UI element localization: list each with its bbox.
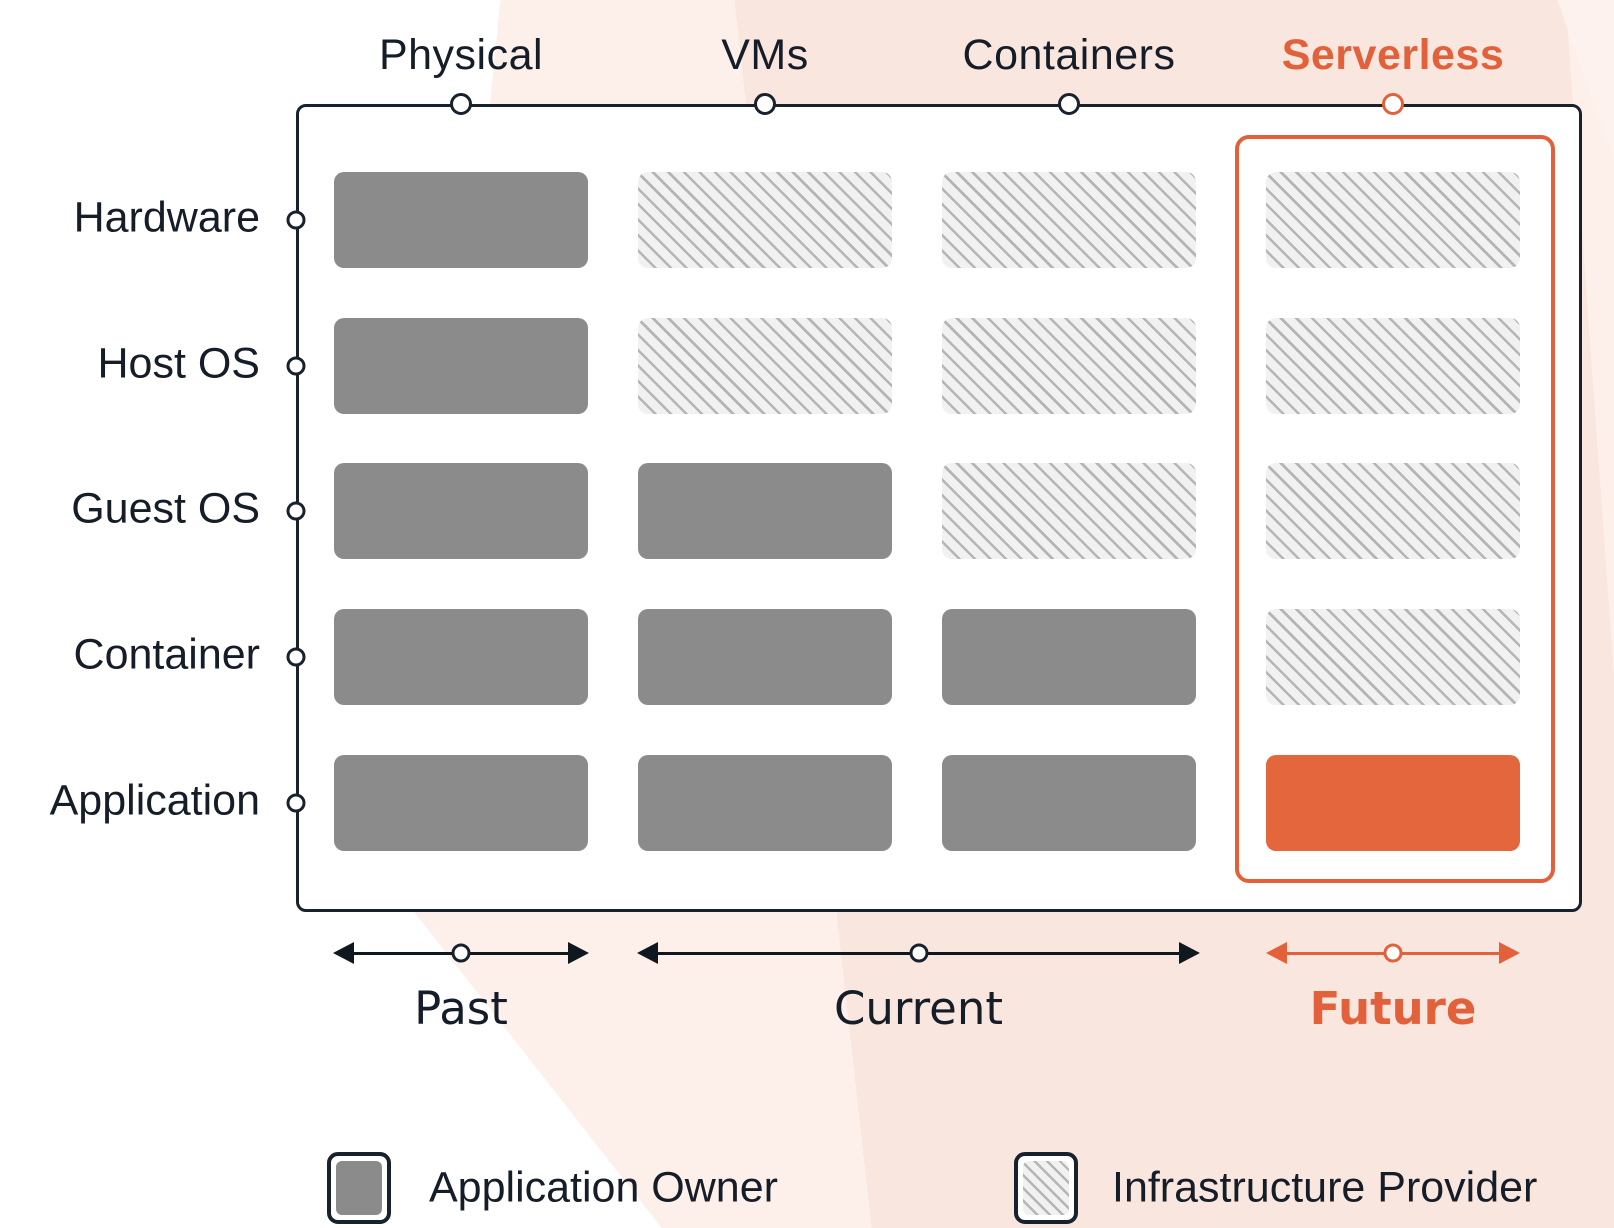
cell-application-physical [334, 755, 588, 851]
column-marker-circle-containers [1058, 93, 1080, 115]
arrow-midpoint-circle [451, 943, 471, 963]
timeline-arrow-past [333, 941, 589, 965]
legend-label-application-owner: Application Owner [429, 1163, 778, 1212]
cell-application-containers [942, 755, 1196, 851]
row-marker-circle-guest-os [286, 501, 306, 521]
cell-container-vms [638, 609, 892, 705]
cell-host-os-containers [942, 318, 1196, 414]
timeline-label-past: Past [414, 982, 508, 1035]
cell-hardware-containers [942, 172, 1196, 268]
arrow-head-right-icon [568, 942, 589, 964]
cell-guest-os-serverless [1266, 463, 1520, 559]
row-marker-circle-container [286, 647, 306, 667]
column-header-containers: Containers [962, 31, 1176, 79]
row-marker-circle-host-os [286, 356, 306, 376]
arrow-head-left-icon [1266, 942, 1287, 964]
row-marker-circle-application [286, 793, 306, 813]
legend-swatch-provider [1014, 1152, 1078, 1224]
cell-application-serverless [1266, 755, 1520, 851]
legend-swatch-owner [327, 1152, 391, 1224]
cell-guest-os-containers [942, 463, 1196, 559]
cell-application-vms [638, 755, 892, 851]
legend-label-infrastructure-provider: Infrastructure Provider [1112, 1163, 1538, 1212]
row-marker-circle-hardware [286, 210, 306, 230]
column-marker-circle-serverless [1382, 93, 1404, 115]
cell-hardware-physical [334, 172, 588, 268]
timeline-label-future: Future [1309, 982, 1477, 1035]
cell-hardware-serverless [1266, 172, 1520, 268]
cell-container-serverless [1266, 609, 1520, 705]
cell-container-physical [334, 609, 588, 705]
arrow-head-left-icon [333, 942, 354, 964]
timeline-label-current: Current [833, 982, 1003, 1035]
cell-guest-os-physical [334, 463, 588, 559]
cell-host-os-physical [334, 318, 588, 414]
column-marker-circle-vms [754, 93, 776, 115]
cell-hardware-vms [638, 172, 892, 268]
cell-guest-os-vms [638, 463, 892, 559]
column-marker-circle-physical [450, 93, 472, 115]
row-label-host-os: Host OS [97, 339, 261, 388]
cell-container-containers [942, 609, 1196, 705]
row-label-hardware: Hardware [73, 193, 260, 242]
arrow-midpoint-circle [909, 943, 928, 963]
row-label-container: Container [73, 630, 260, 679]
row-label-guest-os: Guest OS [71, 484, 260, 533]
timeline-arrow-future [1266, 941, 1520, 965]
cell-host-os-serverless [1266, 318, 1520, 414]
column-header-serverless: Serverless [1281, 31, 1505, 79]
arrow-head-left-icon [637, 942, 658, 964]
column-header-physical: Physical [378, 31, 544, 79]
legend-swatch-owner-fill [336, 1161, 382, 1215]
arrow-head-right-icon [1179, 942, 1200, 964]
cell-host-os-vms [638, 318, 892, 414]
legend-swatch-provider-fill [1023, 1161, 1069, 1215]
arrow-midpoint-circle [1383, 943, 1403, 963]
arrow-head-right-icon [1499, 942, 1520, 964]
row-label-application: Application [49, 776, 260, 825]
serverless-highlight-box [1235, 135, 1555, 883]
timeline-arrow-current [637, 941, 1200, 965]
column-header-vms: VMs [721, 31, 809, 79]
